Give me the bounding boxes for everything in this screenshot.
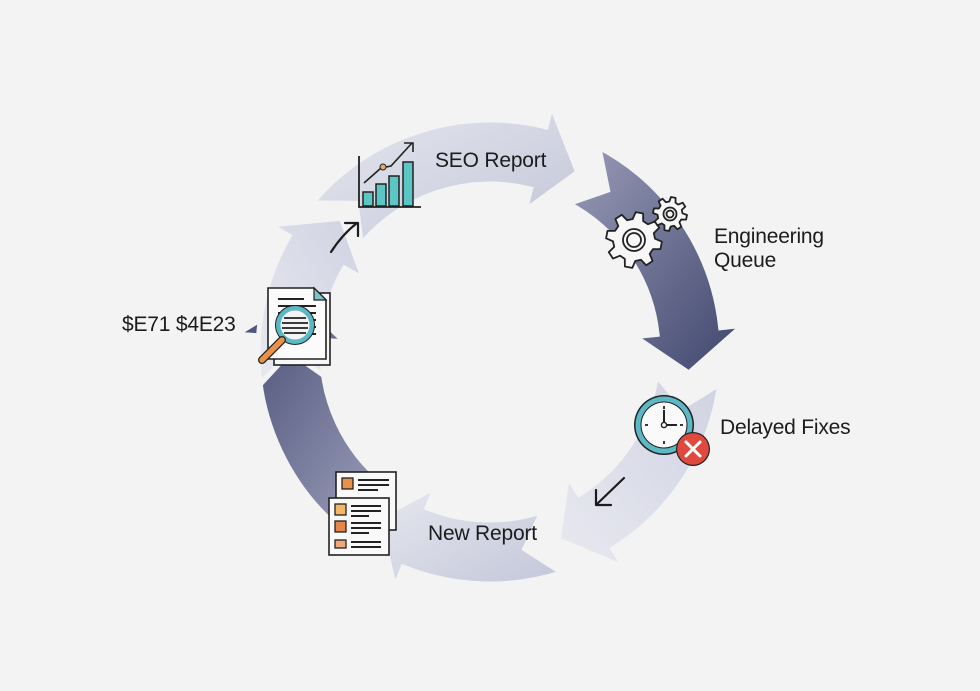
- document-search-icon: [252, 285, 336, 374]
- stage-label-engineering-queue-line2: Queue: [714, 249, 777, 272]
- stage-label-delayed-fixes: Delayed Fixes: [720, 416, 851, 439]
- bar-chart-trend-icon: [355, 138, 425, 215]
- stage-label-engineering-queue-line1: Engineering: [714, 225, 824, 248]
- gears-icon: [604, 196, 690, 277]
- stage-label-engineering-queue: Engineering Queue: [714, 225, 824, 273]
- clock-error-icon: [632, 392, 712, 473]
- arrow-down-left-icon: [590, 474, 630, 515]
- report-list-icon: [326, 470, 400, 563]
- cycle-segment-engineering-queue: [562, 142, 751, 377]
- arrow-up-right-icon: [326, 216, 366, 261]
- stage-label-new-report: New Report: [428, 522, 537, 545]
- stage-label-audit: $E71 $4E23: [122, 313, 236, 336]
- cycle-segment-seo-report: [306, 97, 581, 250]
- stage-label-seo-report: SEO Report: [435, 149, 547, 172]
